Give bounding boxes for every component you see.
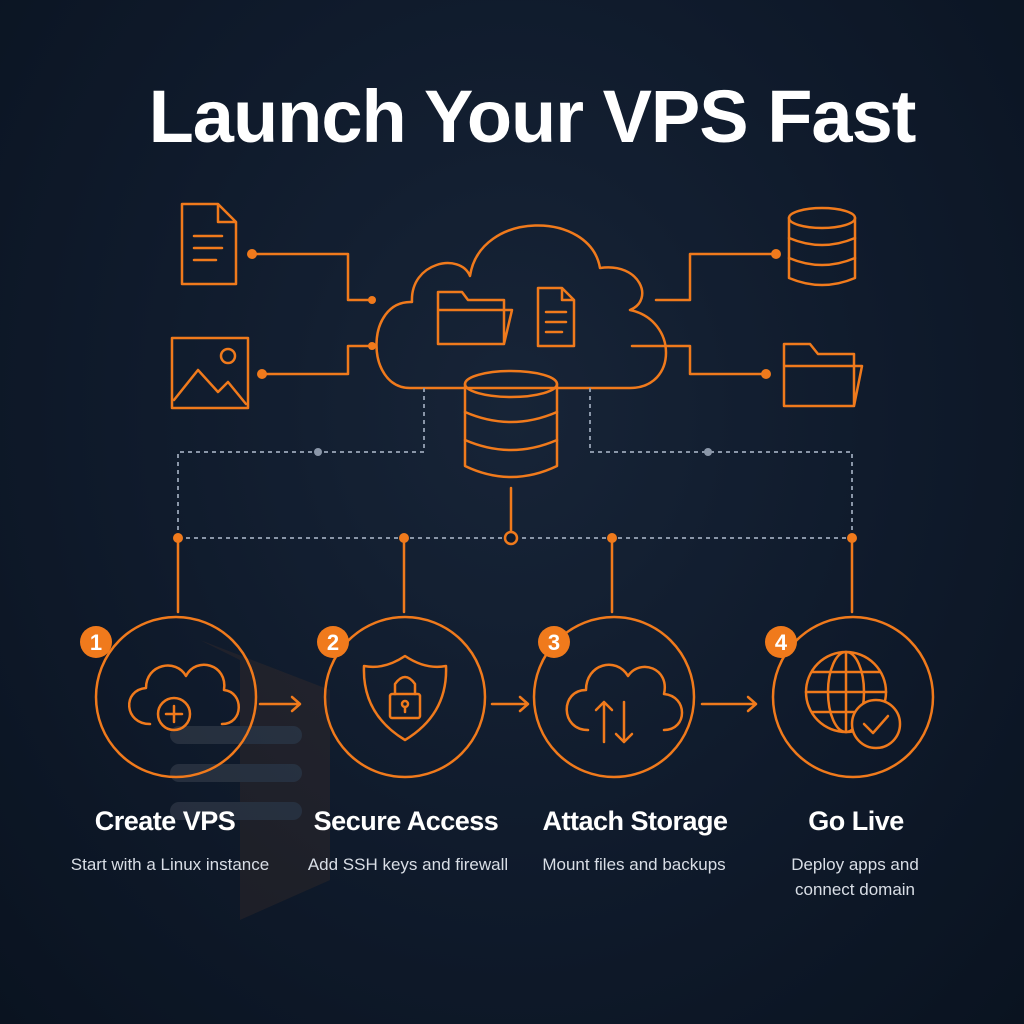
cloud-upload-download-icon	[565, 663, 684, 744]
cloud-plus-icon	[128, 663, 240, 732]
step-badge-2	[317, 626, 349, 658]
step-title-1: Create VPS	[94, 806, 236, 836]
arrow-icon	[258, 695, 302, 713]
arrow-icon	[700, 695, 758, 713]
cloud-folder-icon	[436, 290, 514, 346]
step-circle-2	[323, 615, 487, 779]
cloud-document-icon	[536, 286, 576, 348]
step-circle-4	[771, 615, 935, 779]
step-desc-3: Mount files and backups	[542, 855, 726, 874]
arrow-icon	[490, 695, 530, 713]
step-title-4: Go Live	[808, 806, 904, 836]
step-badge-3	[538, 626, 570, 658]
step-badge-number-4: 4	[775, 630, 788, 655]
shield-lock-icon	[362, 654, 448, 742]
central-database-icon	[463, 369, 559, 479]
image-icon	[170, 336, 250, 410]
step-badge-number-1: 1	[90, 630, 102, 655]
step-desc-4: Deploy apps and connect domain	[791, 855, 919, 899]
step-title-2: Secure Access	[313, 806, 499, 836]
step-desc-1: Start with a Linux instance	[70, 855, 270, 874]
step-badge-4	[765, 626, 797, 658]
step-title-3: Attach Storage	[542, 806, 728, 836]
step-badge-1	[80, 626, 112, 658]
database-icon	[787, 206, 857, 287]
background-watermark	[170, 640, 330, 920]
step-badge-number-2: 2	[327, 630, 339, 655]
step-badges: 1 2 3 4	[80, 626, 797, 658]
step-badge-number-3: 3	[548, 630, 560, 655]
folder-icon	[782, 342, 864, 408]
step-circle-3	[532, 615, 696, 779]
document-icon	[180, 202, 238, 286]
page-title: Launch Your VPS Fast	[148, 75, 917, 158]
step-circle-1	[94, 615, 258, 779]
step-desc-2: Add SSH keys and firewall	[307, 855, 509, 874]
globe-check-icon	[804, 650, 902, 750]
main-cloud-icon	[375, 224, 668, 390]
